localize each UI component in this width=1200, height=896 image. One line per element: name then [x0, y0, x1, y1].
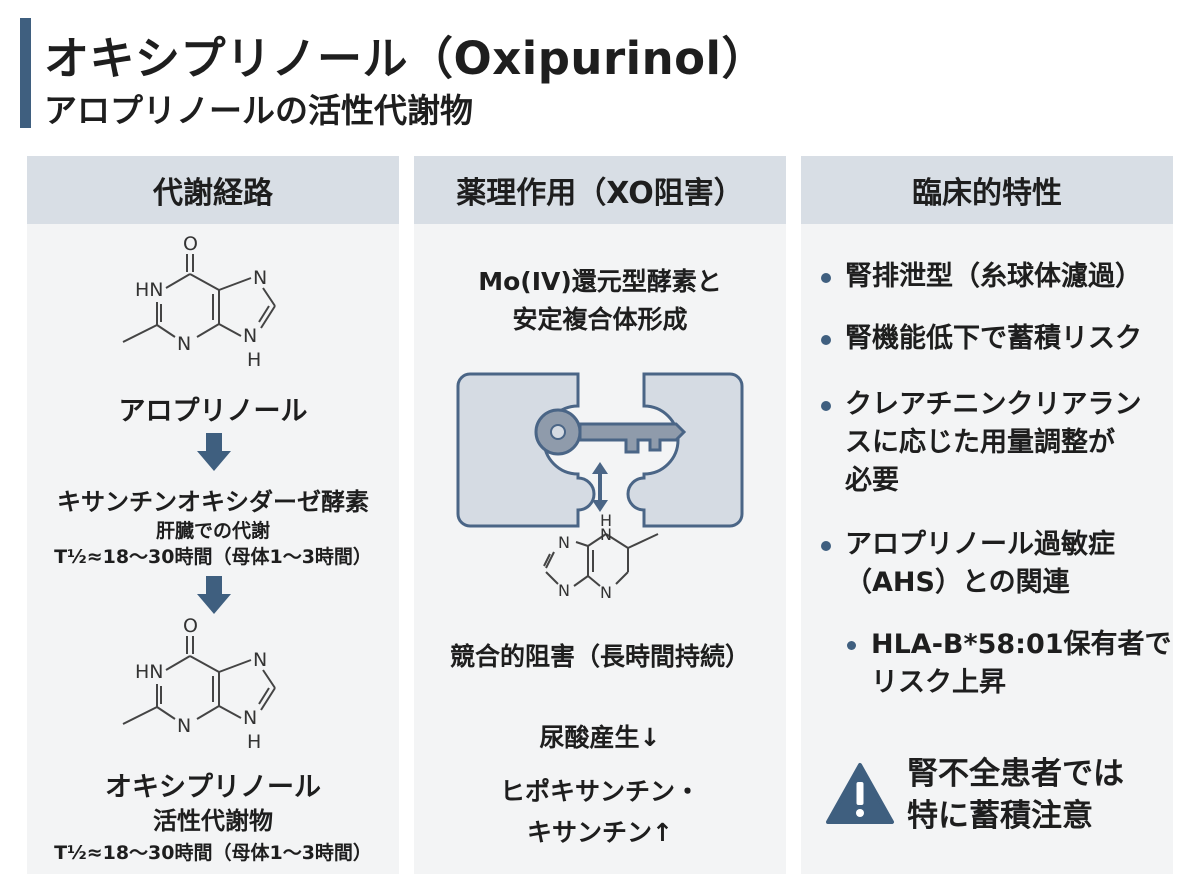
bullet-text: クレアチニンクリアラン	[845, 389, 1142, 420]
bullet-text: リスク上昇	[871, 667, 1006, 698]
bullet-dot	[821, 335, 831, 345]
metabolism-heading: 代謝経路	[27, 156, 399, 224]
atom-label: N	[600, 525, 612, 544]
title-accent-bar	[20, 18, 31, 128]
hypoxanthine-label: ヒポキサンチン・	[499, 777, 700, 806]
atom-label: HN	[135, 661, 164, 683]
purine-structure: H N N N N	[536, 512, 676, 616]
atom-label: N	[558, 533, 570, 552]
bullet-text: アロプリノール過敏症	[845, 529, 1115, 560]
uric-acid-label: 尿酸産生↓	[539, 723, 661, 752]
bullet-text: 腎機能低下で蓄積リスク	[845, 323, 1142, 354]
down-arrow-icon	[197, 576, 231, 614]
active-metabolite-label: 活性代謝物	[153, 807, 273, 835]
down-arrow-icon	[197, 433, 231, 471]
atom-label: N	[558, 581, 570, 600]
atom-label: O	[183, 233, 198, 255]
atom-label: H	[247, 731, 261, 753]
bullet-dot	[821, 273, 831, 283]
liver-label: 肝臓での代謝	[155, 520, 270, 542]
atom-label: HN	[135, 279, 164, 301]
metabolism-panel: 代謝経路 O HN	[27, 156, 399, 874]
allopurinol-structure: O HN N N N H	[113, 232, 303, 382]
atom-label: N	[243, 325, 257, 347]
clinical-panel: 臨床的特性 腎排泄型（糸球体濾過） 腎機能低下で蓄積リスク クレアチニンクリアラ…	[801, 156, 1173, 874]
oxipurinol-structure: O HN N N N H	[113, 614, 303, 764]
pharmacology-heading: 薬理作用（XO阻害）	[414, 156, 786, 224]
oxipurinol-label: オキシプリノール	[105, 772, 321, 803]
atom-label: O	[183, 615, 198, 637]
bullet-text: HLA-B*58:01保有者で	[871, 629, 1172, 660]
atom-label: H	[600, 512, 612, 530]
complex-label-line1: Mo(IV)還元型酵素と	[478, 267, 722, 296]
page-subtitle: アロプリノールの活性代謝物	[44, 91, 473, 130]
bullet-text: 必要	[845, 465, 899, 496]
atom-label: H	[247, 349, 261, 371]
warning-triangle-icon	[825, 762, 895, 830]
allopurinol-label: アロプリノール	[118, 396, 308, 427]
bullet-text: 腎排泄型（糸球体濾過）	[845, 261, 1142, 292]
atom-label: N	[177, 333, 191, 355]
atom-label: N	[253, 267, 267, 289]
clinical-heading: 臨床的特性	[801, 156, 1173, 224]
pharmacology-panel: 薬理作用（XO阻害） Mo(IV)還元型酵素と 安定複合体形成	[414, 156, 786, 874]
competitive-inhibition-label: 競合的阻害（長時間持続）	[449, 642, 750, 671]
atom-label: N	[600, 583, 612, 602]
bullet-text: （AHS）との関連	[845, 567, 1070, 598]
warning-line2: 特に蓄積注意	[907, 798, 1093, 834]
xanthine-label: キサンチン↑	[527, 818, 673, 847]
bullet-dot	[847, 641, 856, 650]
bullet-text: スに応じた用量調整が	[845, 427, 1115, 458]
bullet-dot	[821, 401, 831, 411]
bullet-dot	[821, 541, 831, 551]
complex-label-line2: 安定複合体形成	[512, 305, 688, 334]
enzyme-label: キサンチンオキシダーゼ酵素	[57, 488, 369, 516]
page-title: オキシプリノール（Oxipurinol）	[44, 32, 767, 85]
atom-label: N	[253, 649, 267, 671]
warning-line1: 腎不全患者では	[907, 756, 1124, 792]
half-life-label: T½≈18～30時間（母体1～3時間）	[54, 546, 372, 568]
enzyme-lock-key-icon	[454, 370, 746, 530]
half-life-label: T½≈18～30時間（母体1～3時間）	[54, 842, 372, 864]
atom-label: N	[243, 707, 257, 729]
atom-label: N	[177, 715, 191, 737]
